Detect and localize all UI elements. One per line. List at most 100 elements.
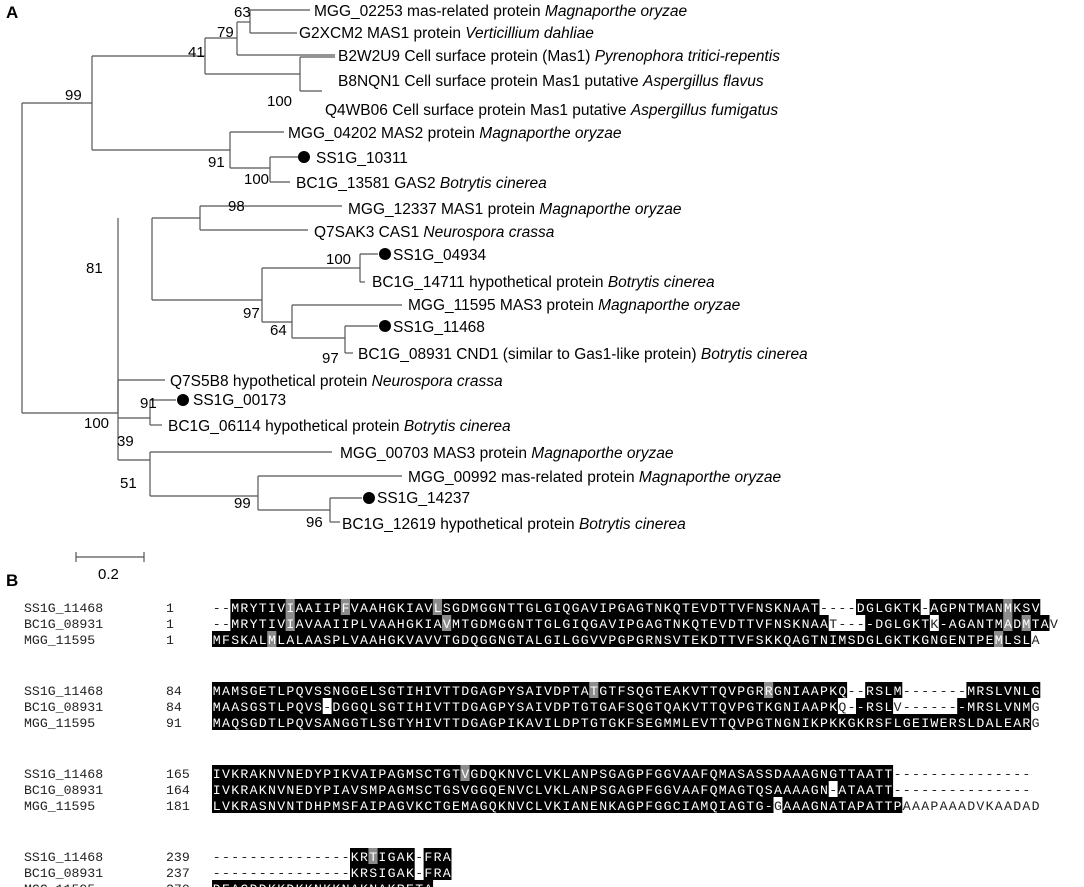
residue: L [535,601,543,616]
residue-shade [534,682,544,698]
residue: N [498,633,506,648]
residue: - [986,783,994,798]
residue-shade [451,797,461,813]
residue-shade [285,599,296,615]
residue: L [296,633,304,648]
residue: V [406,633,414,648]
residue-shade [994,682,1004,698]
residue-shade [405,797,415,813]
residue: A [360,799,368,814]
residue-shade [340,682,351,698]
residue: K [351,850,359,865]
residue: - [949,767,957,782]
residue-shade [331,797,342,813]
residue-shade [837,714,848,730]
residue: - [949,684,957,699]
residue-shade [524,765,535,781]
residue: A [572,783,580,798]
residue-shade [810,698,820,714]
residue-shade [313,765,323,781]
residue-shade [359,880,369,887]
residue: I [369,799,377,814]
residue: - [995,783,1003,798]
residue-shade [423,864,434,880]
residue-shade [350,631,360,647]
residue: L [562,633,570,648]
residue: M [406,783,414,798]
residue-shade [948,714,958,730]
residue: A [480,700,488,715]
residue: G [654,716,662,731]
residue: S [783,617,791,632]
residue: W [930,716,938,731]
residue-shade [313,698,323,714]
residue: K [811,716,819,731]
residue: N [342,882,350,887]
tree-leaf-label: MGG_11595 MAS3 protein Magnaporthe oryza… [408,297,741,314]
residue-shade [304,714,314,730]
residue: - [912,700,920,715]
residue: D [213,882,221,887]
residue: I [342,617,350,632]
residue: R [240,783,248,798]
residue: A [792,799,800,814]
residue: M [719,783,727,798]
residue: Q [756,783,764,798]
residue-shade [708,599,719,615]
residue: T [434,799,442,814]
residue: N [516,617,524,632]
residue-shade [616,781,627,797]
residue: L [875,601,883,616]
residue: A [802,684,810,699]
residue: T [535,617,543,632]
residue: I [553,633,561,648]
residue: E [912,716,920,731]
residue-shade [929,714,940,730]
residue-shade [598,765,608,781]
residue: - [1022,783,1030,798]
residue: I [507,716,515,731]
residue: V [305,700,313,715]
residue-shade [442,698,452,714]
residue-shade [607,615,618,631]
residue: A [673,700,681,715]
residue: - [930,700,938,715]
residue-shade [230,781,240,797]
residue-shade [662,599,673,615]
residue: D [461,716,469,731]
residue-shade [442,615,452,631]
residue: G [884,617,892,632]
residue-shade [718,797,728,813]
residue-shade [460,797,470,813]
residue: N [507,783,515,798]
residue: V [535,716,543,731]
residue-shade [791,765,802,781]
residue: P [351,617,359,632]
residue: P [590,783,598,798]
residue-shade [920,631,930,647]
residue-shade [386,599,397,615]
residue: K [240,633,248,648]
residue: G [544,601,552,616]
residue-shade [543,599,553,615]
residue-shade [543,781,553,797]
residue-shade [690,797,700,813]
residue: K [516,716,524,731]
residue: T [746,783,754,798]
residue: D [480,617,488,632]
residue: I [535,684,543,699]
residue: F [645,767,653,782]
residue: G [498,617,506,632]
residue: D [305,767,313,782]
residue: D [259,882,267,887]
residue-shade [672,682,682,698]
residue-shade [874,781,884,797]
residue: K [1013,601,1021,616]
residue-shade [377,615,388,631]
residue-shade [589,615,599,631]
residue: M [894,684,902,699]
residue: T [710,684,718,699]
residue-shade [589,698,599,714]
